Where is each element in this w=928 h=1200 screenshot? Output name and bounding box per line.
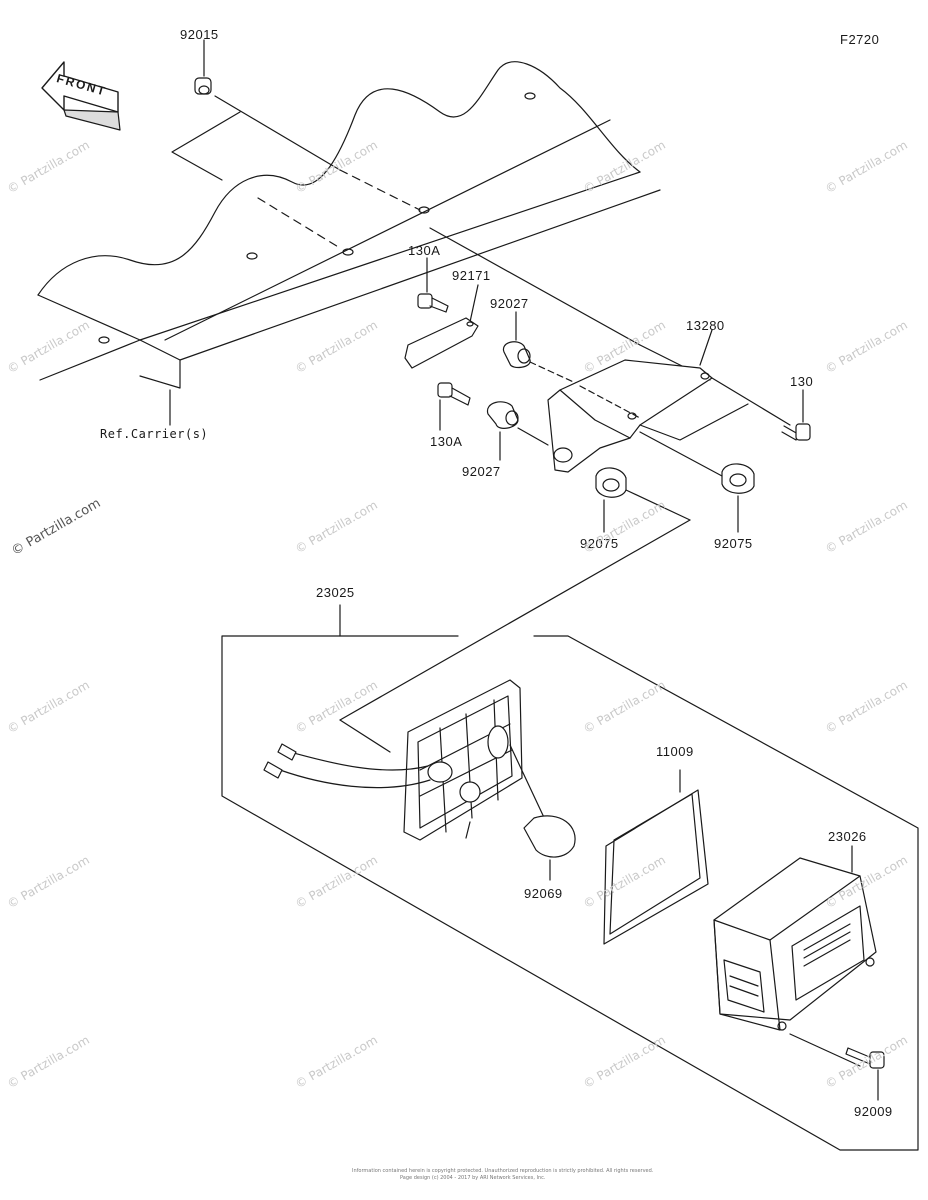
callout-92027-top[interactable]: 92027 xyxy=(490,296,529,311)
bolt-130a-bottom[interactable] xyxy=(437,382,471,431)
grommet-92075-left[interactable] xyxy=(595,467,691,533)
front-arrow-icon xyxy=(41,61,121,131)
callout-92075-left[interactable]: 92075 xyxy=(580,536,619,551)
grommet-92075-right[interactable] xyxy=(639,431,755,533)
footer-copyright: Information contained herein is copyrigh… xyxy=(352,1168,654,1174)
clamp-92171[interactable] xyxy=(404,284,479,369)
tail-lamp-housing[interactable] xyxy=(263,679,549,841)
grommet-92027-bottom[interactable] xyxy=(486,401,549,461)
callout-92009[interactable]: 92009 xyxy=(854,1104,893,1119)
callout-92075-right[interactable]: 92075 xyxy=(714,536,753,551)
callout-13280[interactable]: 13280 xyxy=(686,318,725,333)
ref-carrier-label: Ref.Carrier(s) xyxy=(100,427,209,441)
assembly-bracket-23025 xyxy=(221,519,919,1151)
callout-23025[interactable]: 23025 xyxy=(316,585,355,600)
callout-92027-bottom[interactable]: 92027 xyxy=(462,464,501,479)
bracket-13280[interactable] xyxy=(547,329,791,473)
callout-92171[interactable]: 92171 xyxy=(452,268,491,283)
callout-11009[interactable]: 11009 xyxy=(656,744,694,759)
callout-92069[interactable]: 92069 xyxy=(524,886,563,901)
bolt-130a-top[interactable] xyxy=(417,257,449,313)
figure-code: F2720 xyxy=(840,32,880,47)
bolt-130[interactable] xyxy=(781,389,811,441)
lens-23026[interactable] xyxy=(713,845,877,1067)
screw-92009[interactable] xyxy=(845,1047,885,1101)
leader-lines-top xyxy=(169,39,711,426)
callout-130a-top[interactable]: 130A xyxy=(408,243,441,258)
grommet-92027-top[interactable] xyxy=(502,311,581,386)
callout-23026[interactable]: 23026 xyxy=(828,829,867,844)
nut-92015[interactable] xyxy=(194,77,212,95)
callout-130[interactable]: 130 xyxy=(790,374,814,389)
callout-130a-bottom[interactable]: 130A xyxy=(430,434,463,449)
bulb-92069[interactable] xyxy=(523,815,576,881)
gasket-11009[interactable] xyxy=(603,769,709,945)
callout-92015[interactable]: 92015 xyxy=(180,27,219,42)
footer-page-design: Page design (c) 2004 - 2017 by ARI Netwo… xyxy=(400,1175,546,1181)
